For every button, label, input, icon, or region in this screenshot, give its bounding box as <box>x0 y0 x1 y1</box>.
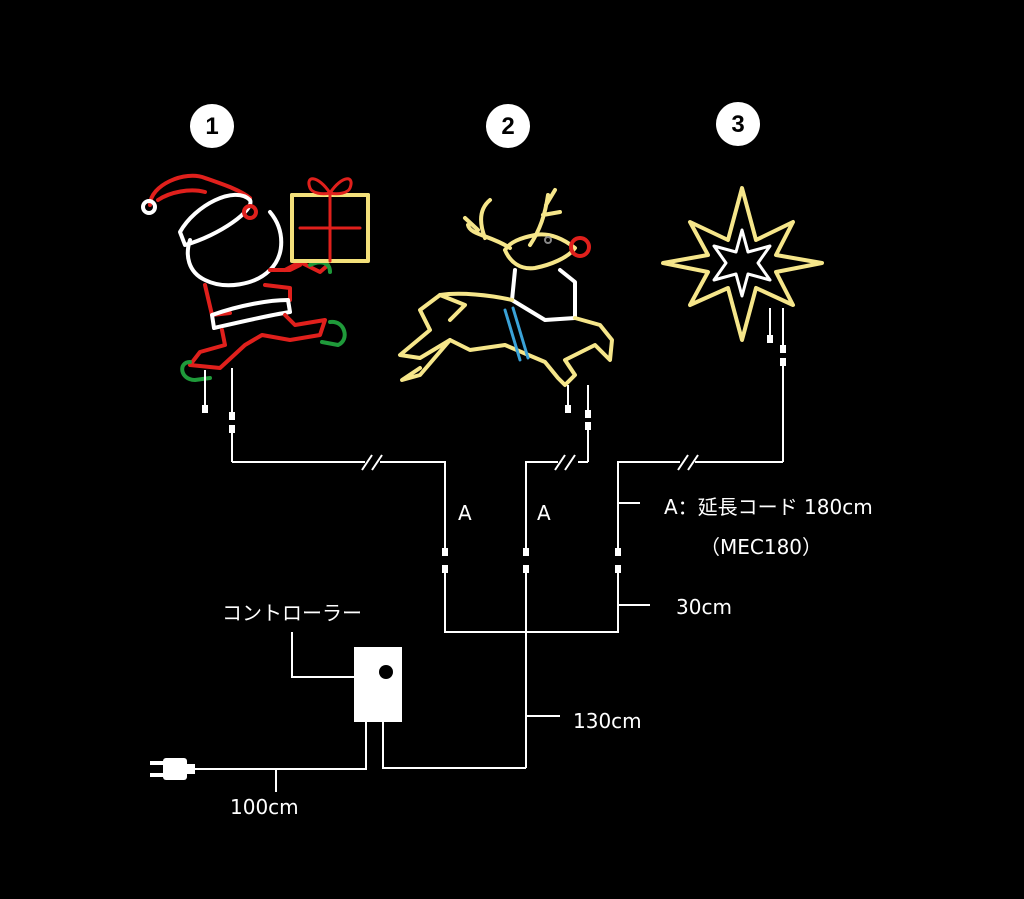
power-cord <box>195 722 367 770</box>
label-a-middle: A <box>537 501 551 525</box>
label-length-130cm: 130cm <box>573 709 642 733</box>
badge-2-number: 2 <box>501 113 514 140</box>
badge-3: 3 <box>716 102 760 146</box>
junction-wires <box>382 573 619 769</box>
controller-box <box>354 647 402 722</box>
reindeer-icon <box>398 188 614 387</box>
badge-1: 1 <box>190 104 234 148</box>
label-length-100cm: 100cm <box>230 795 299 819</box>
badge-2: 2 <box>486 104 530 148</box>
label-extension-model: （MEC180） <box>700 535 822 559</box>
badge-3-number: 3 <box>731 111 744 138</box>
star-icon <box>661 186 824 342</box>
santa-claus-icon <box>141 173 370 382</box>
extension-cord-right <box>615 454 783 573</box>
controller-leader <box>291 632 354 678</box>
power-plug-icon <box>150 758 195 780</box>
star-leads <box>767 308 786 462</box>
santa-leads <box>202 368 235 462</box>
label-extension-cord: A：延長コード 180cm <box>664 495 873 519</box>
label-a-left: A <box>458 501 472 525</box>
extension-cord-middle <box>523 454 588 573</box>
reindeer-leads <box>565 385 591 462</box>
label-length-30cm: 30cm <box>676 595 732 619</box>
badge-1-number: 1 <box>205 113 218 140</box>
extension-cord-left <box>232 454 448 573</box>
controller-label: コントローラー <box>222 601 362 625</box>
